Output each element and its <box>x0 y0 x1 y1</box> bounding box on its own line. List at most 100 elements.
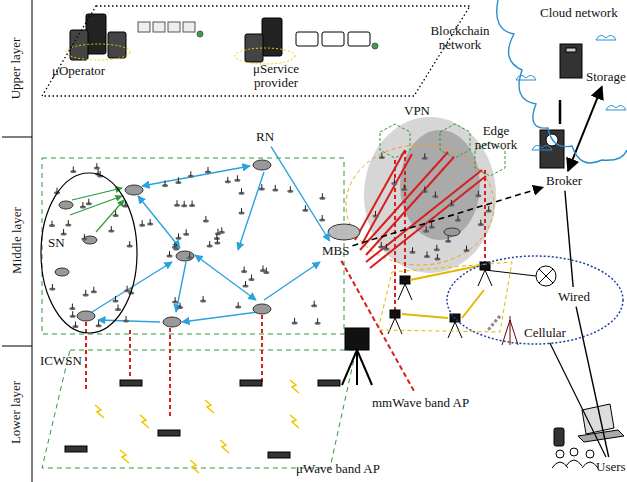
ap-label: μWave band AP <box>296 462 380 476</box>
sensor-stick <box>480 220 481 225</box>
sensor-stick <box>178 233 179 238</box>
sensor-stick <box>381 242 382 247</box>
sensor-icons <box>49 153 492 329</box>
region-label: Edge network <box>468 124 524 151</box>
sensor-icon <box>315 318 321 325</box>
sensor-stick <box>241 188 242 193</box>
cloud-puff <box>516 75 536 80</box>
blockchain-blocks <box>138 22 378 49</box>
sensor-stick <box>190 171 191 176</box>
sensor-icon <box>207 241 213 248</box>
sensor-icon <box>91 287 97 294</box>
sensor-icon <box>401 185 407 192</box>
sensor-icon <box>383 244 389 251</box>
sensor-icon <box>311 301 317 308</box>
sensor-icon <box>214 238 220 245</box>
connector <box>576 307 609 457</box>
sensor-stick <box>98 321 99 326</box>
sensor-stick <box>180 303 181 308</box>
access-network-outline <box>447 256 623 344</box>
node-text: Broker <box>546 174 582 188</box>
sensor-icon <box>113 210 119 217</box>
sensor-stick <box>381 153 382 158</box>
sensor-stick <box>192 201 193 206</box>
sensor-icon <box>70 166 76 173</box>
sensor-icon <box>422 153 428 160</box>
icwsn-area <box>42 158 344 334</box>
sensor-icon <box>219 227 225 234</box>
sensor-icon <box>69 304 75 311</box>
sensor-icon <box>147 219 153 226</box>
node-text: MBS <box>322 244 349 258</box>
sensor-icon <box>410 247 416 254</box>
sensor-stick <box>205 216 206 221</box>
sensor-stick <box>424 153 425 158</box>
sensor-stick <box>63 229 64 234</box>
sensor-icon <box>187 253 193 260</box>
sensor-icon <box>83 290 89 297</box>
sensor-stick <box>436 245 437 250</box>
server-label: Broker <box>546 174 582 188</box>
node-text: VPN <box>404 104 430 118</box>
node-text: SN <box>48 236 65 250</box>
relay-node-icons <box>55 160 460 327</box>
layer-label: Middle layer <box>10 207 23 274</box>
sensor-stick <box>241 208 242 213</box>
sensor-stick <box>404 185 405 190</box>
sensor-stick <box>294 318 295 323</box>
node-text: μWave band AP <box>296 462 380 476</box>
sensor-stick <box>322 193 323 198</box>
sensor-stick <box>322 215 323 220</box>
sensor-stick <box>245 281 246 286</box>
sensor-stick <box>314 301 315 306</box>
sensor-icon <box>225 177 231 184</box>
sensor-icon <box>432 191 438 198</box>
sensor-stick <box>448 236 449 241</box>
sensor-stick <box>177 200 178 205</box>
sensor-stick <box>129 241 130 246</box>
sensor-stick <box>266 268 267 273</box>
sensor-icon <box>81 234 87 241</box>
mmwave-beams <box>402 266 484 318</box>
sensor-icon <box>429 222 435 229</box>
sensor-icon <box>49 221 55 228</box>
sensor-stick <box>488 206 489 211</box>
sensor-icon <box>260 265 266 272</box>
sensor-stick <box>72 304 73 309</box>
sensor-icon <box>94 163 100 170</box>
sensor-icon <box>445 236 451 243</box>
text-holder: SN <box>48 236 65 250</box>
sensor-stick <box>237 175 238 180</box>
wired-switch-icon <box>485 266 556 286</box>
node-label: Cellular <box>524 326 566 340</box>
ap-label: mmWave band AP <box>372 396 469 410</box>
sensor-stick <box>84 234 85 239</box>
lower-ap-area <box>42 350 356 468</box>
sensor-icon <box>434 254 440 261</box>
connector <box>352 187 543 245</box>
sensor-icon <box>239 208 245 215</box>
sensor-stick <box>208 167 209 172</box>
sensor-icon <box>49 284 55 291</box>
cellular-tower-icon <box>488 316 518 345</box>
node-label: Users <box>596 460 626 474</box>
sensor-icon <box>123 316 129 323</box>
sensor-stick <box>221 227 222 232</box>
sensor-stick <box>426 226 427 231</box>
sensor-stick <box>169 251 170 256</box>
relay-links <box>92 166 320 322</box>
sensor-stick <box>115 210 116 215</box>
node-text: Storage <box>586 70 626 84</box>
sensor-stick <box>127 286 128 291</box>
sensor-stick <box>73 166 74 171</box>
sensor-icon <box>70 311 76 318</box>
sensor-stick <box>216 234 217 239</box>
sensor-stick <box>218 229 219 234</box>
sensor-icon <box>424 251 430 258</box>
sensor-stick <box>217 238 218 243</box>
sensor-icon <box>176 233 182 240</box>
connector <box>271 147 330 241</box>
sensor-stick <box>111 226 112 231</box>
blockchain-region: Blockchain networkμOperatorμService prov… <box>40 4 472 98</box>
